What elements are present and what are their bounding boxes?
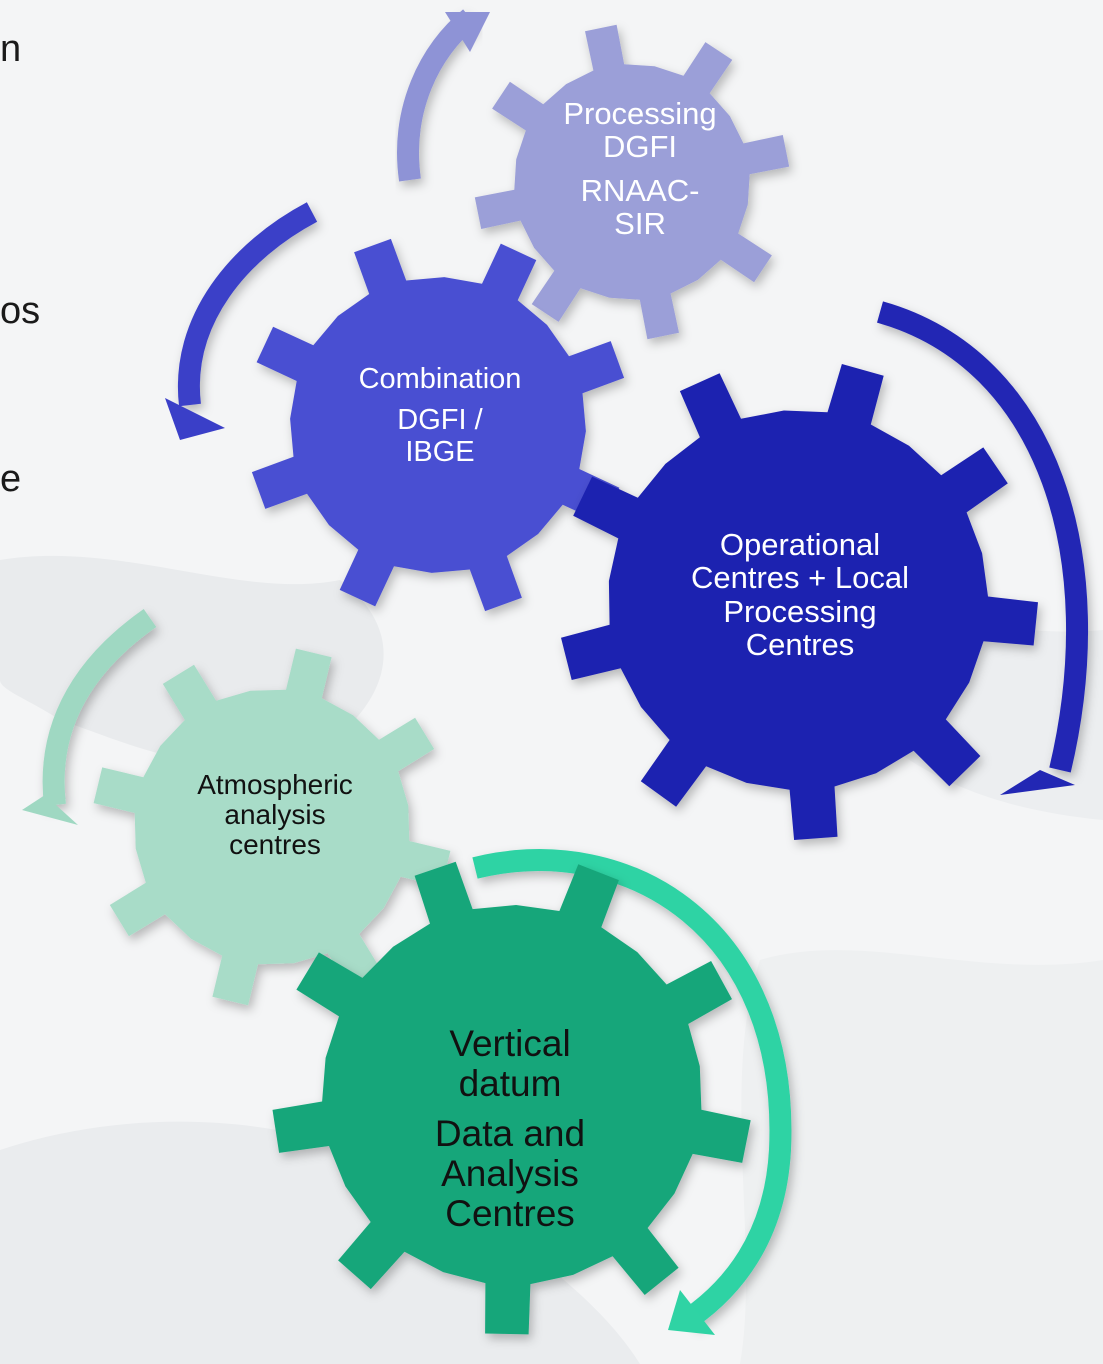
vertical-line-2: datum	[458, 1062, 562, 1104]
arrow-operational	[877, 301, 1088, 773]
vertical-line-1: Vertical	[449, 1023, 571, 1064]
gear-atmospheric	[93, 648, 451, 1006]
gear-label-combination: Combination DGFI / IBGE	[335, 363, 545, 468]
arrow-operational-head	[1000, 770, 1075, 795]
operational-line-3: Processing	[723, 593, 877, 629]
operational-line-4: Centres	[745, 627, 855, 663]
cut-off-text-2: os	[0, 290, 41, 332]
vertical-line-3: Data and	[434, 1112, 586, 1154]
arrow-processing	[397, 9, 478, 182]
processing-line-2: DGFI	[602, 129, 678, 165]
cut-off-text-3: e	[0, 458, 22, 500]
processing-line-1: Processing	[563, 96, 717, 131]
gear-label-processing: Processing DGFI RNAAC- SIR	[530, 97, 750, 241]
arrow-combination-head	[165, 398, 225, 440]
combination-line-3: IBGE	[405, 435, 475, 468]
operational-line-2: Centres + Local	[691, 560, 909, 596]
operational-line-1: Operational	[719, 527, 881, 562]
gear-label-operational: Operational Centres + Local Processing C…	[650, 528, 950, 662]
arrow-processing-head	[445, 12, 490, 52]
gear-combination	[251, 238, 625, 612]
gear-label-atmospheric: Atmospheric analysis centres	[165, 769, 385, 861]
gear-label-vertical: Vertical datum Data and Analysis Centres	[400, 1024, 620, 1234]
gear-processing	[474, 24, 790, 340]
arrow-atmospheric	[42, 608, 157, 807]
gear-vertical	[272, 861, 751, 1335]
atmospheric-line-2: analysis	[224, 799, 326, 831]
combination-line-2: DGFI /	[397, 404, 483, 437]
arrow-atmospheric-head	[22, 795, 78, 825]
arrow-combination	[177, 202, 318, 407]
atmospheric-line-3: centres	[229, 829, 321, 861]
arrow-vertical-head	[668, 1290, 715, 1335]
arrow-vertical	[472, 849, 792, 1328]
processing-line-4: SIR	[614, 206, 666, 242]
cut-off-text-1: n	[0, 28, 22, 70]
combination-line-1: Combination	[358, 363, 522, 395]
atmospheric-line-1: Atmospheric	[197, 769, 353, 800]
vertical-line-4: Analysis	[441, 1152, 579, 1194]
gear-operational	[561, 364, 1038, 840]
vertical-line-5: Centres	[445, 1192, 575, 1234]
processing-line-3: RNAAC-	[580, 172, 700, 208]
